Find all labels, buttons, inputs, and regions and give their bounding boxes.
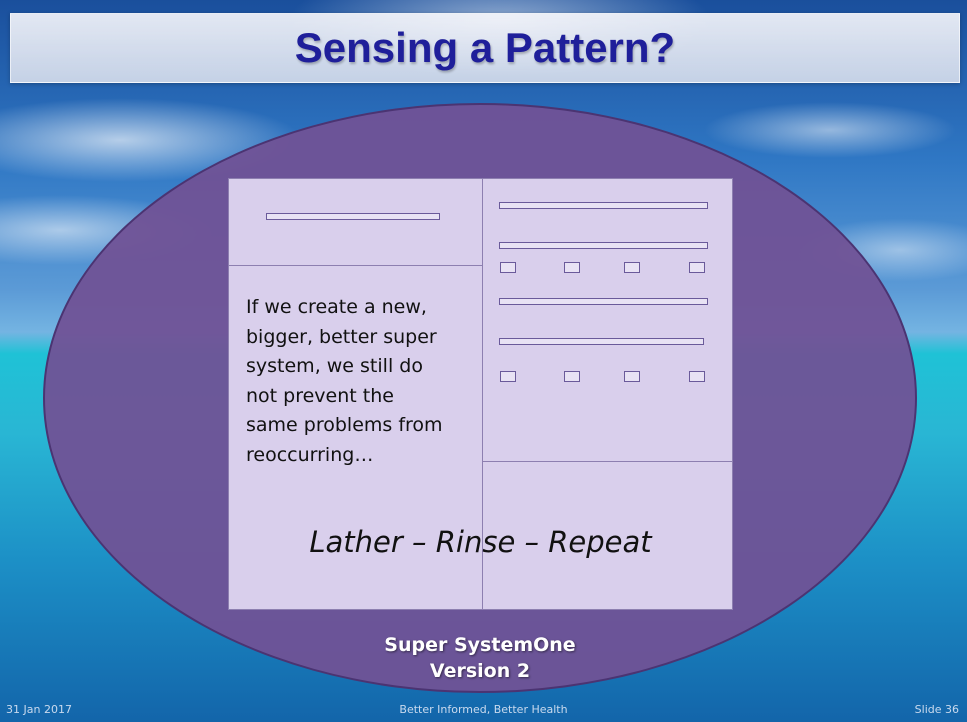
wireframe-panel-bottom-left: [228, 265, 483, 610]
caption-line: Super SystemOne: [384, 634, 576, 656]
wireframe-panel-bottom-right: [482, 461, 733, 610]
body-line: not prevent the: [246, 384, 394, 407]
body-line: system, we still do: [246, 355, 423, 377]
title-banner: Sensing a Pattern?: [10, 13, 960, 83]
footer-slide-number: Slide 36: [914, 703, 959, 716]
body-line: If we create a new,: [246, 296, 427, 318]
body-line: bigger, better super: [246, 325, 437, 348]
wireframe-checkbox: [500, 262, 516, 273]
slide-title: Sensing a Pattern?: [294, 24, 676, 71]
wireframe-bar: [499, 298, 708, 305]
body-text: If we create a new, bigger, better super…: [246, 293, 478, 470]
wireframe-panel-top-right: [482, 178, 733, 462]
wireframe-panel-top-left: [228, 178, 483, 266]
body-line: same problems from: [246, 414, 443, 436]
wireframe-checkbox: [624, 262, 640, 273]
wireframe-checkbox: [564, 262, 580, 273]
footer-date: 31 Jan 2017: [6, 703, 72, 716]
wireframe-bar: [266, 213, 440, 220]
footer-tagline: Better Informed, Better Health: [399, 703, 568, 716]
wireframe-bar: [499, 242, 708, 249]
wireframe-bar: [499, 338, 704, 345]
wireframe-checkbox: [564, 371, 580, 382]
wireframe-bar: [499, 202, 708, 209]
body-line: reoccurring…: [246, 443, 374, 466]
ellipse-caption: Super SystemOne Version 2: [330, 632, 630, 684]
tagline: Lather – Rinse – Repeat: [309, 525, 652, 559]
wireframe-checkbox: [624, 371, 640, 382]
wireframe-checkbox: [500, 371, 516, 382]
caption-line: Version 2: [429, 660, 531, 682]
wireframe-checkbox: [689, 262, 705, 273]
wireframe-checkbox: [689, 371, 705, 382]
